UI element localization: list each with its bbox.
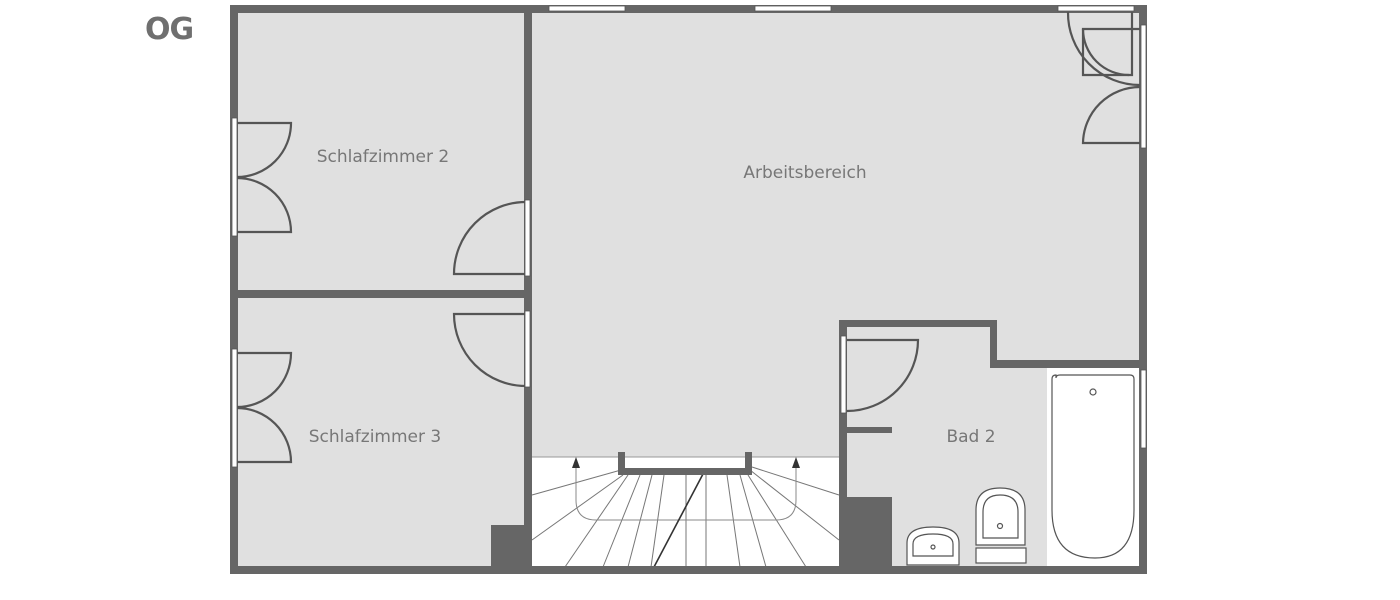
sink [906, 526, 960, 566]
window-west-bedroom2 [231, 117, 238, 237]
windows [231, 5, 1147, 468]
bathtub [1051, 374, 1135, 559]
doors [236, 11, 1141, 464]
floor-level-label: OG [145, 12, 194, 47]
room-label-bad-2: Bad 2 [946, 427, 995, 447]
window-east-1 [1140, 24, 1147, 149]
door-bathroom[interactable] [840, 335, 920, 414]
door-balcony[interactable] [1066, 11, 1141, 145]
room-label-schlafzimmer-3: Schlafzimmer 3 [309, 427, 441, 447]
casement-bedroom2 [236, 121, 293, 234]
window-north-2 [754, 5, 832, 12]
window-west-bedroom3 [231, 348, 238, 468]
room-label-schlafzimmer-2: Schlafzimmer 2 [317, 147, 449, 167]
toilet [975, 487, 1027, 564]
bathroom-fixtures [906, 374, 1135, 566]
room-labels: Schlafzimmer 2 Schlafzimmer 3 Arbeitsber… [309, 147, 996, 447]
walls [230, 5, 1147, 574]
casement-bedroom3 [236, 351, 293, 464]
staircase [531, 456, 840, 568]
door-bedroom3[interactable] [452, 310, 531, 388]
window-east-bath [1140, 369, 1147, 449]
door-bedroom2[interactable] [452, 199, 531, 277]
window-north-3 [1057, 5, 1135, 12]
room-label-arbeitsbereich: Arbeitsbereich [743, 163, 866, 183]
window-north-1 [548, 5, 626, 12]
